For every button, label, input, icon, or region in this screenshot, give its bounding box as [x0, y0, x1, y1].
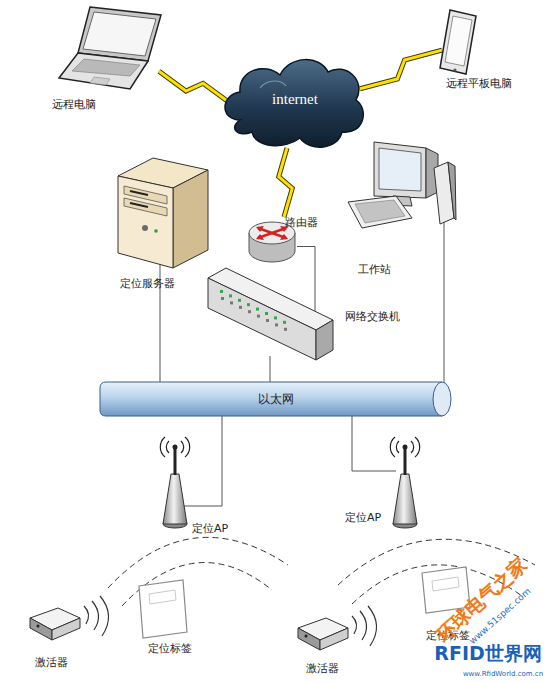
network-switch: 网络交换机	[208, 268, 333, 360]
remote-laptop-shape	[58, 5, 163, 90]
location-tag: 定位标签	[135, 578, 190, 638]
bolt-fill	[279, 148, 293, 217]
location-server-shape	[118, 158, 208, 268]
workstation: 工作站	[348, 140, 456, 235]
ethernet-bus: 以太网	[100, 382, 452, 416]
location-server: 定位服务器	[118, 158, 208, 268]
node-label: internet	[272, 91, 318, 108]
node-label: 激活器	[35, 655, 68, 670]
node-label: 远程电脑	[52, 97, 96, 112]
location-ap: 定位AP	[160, 436, 190, 528]
wave-arc	[92, 601, 99, 630]
wireless-link	[360, 50, 442, 89]
wave-arc	[84, 606, 89, 624]
watermark-url: www.RfidWorld.com.cn	[463, 670, 543, 678]
text-holder: 以太网	[100, 382, 452, 416]
bolt-outline	[360, 50, 442, 89]
node-label: 网络交换机	[345, 309, 400, 324]
bolt-fill	[159, 71, 230, 103]
cable-line	[444, 212, 454, 384]
watermark-logo: RFID世界网	[434, 641, 541, 667]
node-label: 定位AP	[345, 510, 381, 525]
wireless-link	[159, 71, 230, 103]
remote-tablet: 远程平板电脑	[436, 8, 478, 76]
bolt-outline	[159, 71, 230, 103]
node-label: 激活器	[306, 661, 339, 676]
wave-arc	[352, 616, 357, 634]
node-label: 远程平板电脑	[446, 76, 512, 91]
activator-shape	[30, 600, 80, 642]
node-label: 工作站	[358, 262, 391, 277]
text-holder: internet	[220, 50, 370, 152]
node-label: 定位服务器	[120, 276, 175, 291]
network-cable	[352, 416, 396, 471]
location-ap: 定位AP	[390, 436, 420, 528]
node-label: 以太网	[258, 391, 294, 408]
network-cable	[270, 356, 271, 382]
cable-line	[352, 416, 396, 471]
wave-arc	[360, 611, 367, 640]
bolt-outline	[279, 148, 293, 217]
wave-arc	[100, 596, 109, 636]
location-tag-shape	[135, 578, 190, 638]
wave-arc	[368, 606, 377, 646]
cable-line	[184, 416, 222, 506]
activator: 激活器	[298, 610, 348, 652]
range-arc	[108, 537, 288, 588]
router: 路由器	[247, 213, 297, 268]
activator: 激活器	[30, 600, 80, 642]
cable-line	[270, 356, 271, 382]
network-cable	[184, 416, 222, 506]
bolt-fill	[360, 50, 442, 89]
location-ap-shape	[390, 436, 420, 528]
internet-cloud: internet	[220, 50, 370, 152]
remote-tablet-shape	[436, 8, 478, 76]
network-switch-shape	[208, 268, 333, 360]
remote-laptop: 远程电脑	[58, 5, 163, 90]
workstation-shape	[348, 140, 456, 235]
activator-shape	[298, 610, 348, 652]
node-label: 路由器	[285, 215, 318, 230]
wireless-link	[279, 148, 293, 217]
network-cable	[444, 212, 454, 384]
location-ap-shape	[160, 436, 190, 528]
node-label: 定位标签	[148, 641, 192, 656]
node-label: 定位AP	[192, 521, 228, 536]
